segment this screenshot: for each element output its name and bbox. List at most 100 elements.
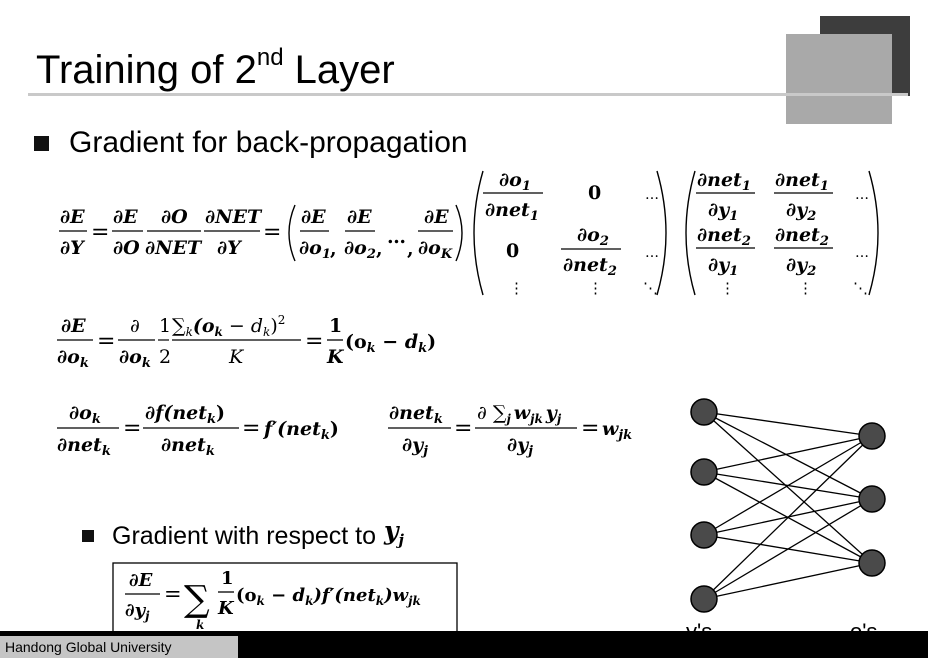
- svg-text:∂o1: ∂o1: [299, 237, 331, 262]
- bullet-gradient-wrt-yj: Gradient with respect to yj: [82, 514, 404, 557]
- svg-text:⋮: ⋮: [720, 279, 735, 297]
- o-node: [858, 485, 886, 513]
- svg-text:∂E: ∂E: [347, 206, 372, 228]
- svg-text:∂NET: ∂NET: [205, 206, 263, 228]
- svg-text:∂net1: ∂net1: [485, 199, 539, 224]
- svg-text:∂oK: ∂oK: [418, 237, 453, 262]
- network-edges: [703, 411, 873, 600]
- svg-text:K: K: [217, 598, 235, 619]
- network-edge: [703, 435, 873, 536]
- svg-text:∂Y: ∂Y: [217, 237, 243, 259]
- svg-text:∂E: ∂E: [129, 570, 153, 591]
- svg-text:K: K: [228, 346, 245, 368]
- bullet-gradient-backprop: Gradient for back-propagation: [34, 124, 468, 162]
- svg-text:f′(netk): f′(netk): [262, 418, 339, 443]
- svg-text:∂O: ∂O: [161, 206, 188, 228]
- svg-text:=: =: [581, 416, 599, 441]
- label-o-nodes: o's: [850, 619, 877, 631]
- y-node: [690, 398, 718, 426]
- svg-text:…: …: [645, 187, 659, 203]
- svg-text:∂netk: ∂netk: [57, 434, 111, 459]
- svg-text:⋱: ⋱: [643, 279, 658, 297]
- svg-text:∂net1: ∂net1: [775, 169, 829, 194]
- svg-text:∂o2: ∂o2: [344, 237, 376, 262]
- svg-text:∂y1: ∂y1: [708, 199, 738, 224]
- svg-text:∂y2: ∂y2: [786, 254, 816, 279]
- svg-text:(ok − dk): (ok − dk): [345, 331, 436, 356]
- equation-dE-dY: ∂E ∂Y = ∂E ∂O ∂O ∂NET ∂NET ∂Y = ∂E ∂o1 ,…: [59, 169, 879, 297]
- network-edge: [703, 498, 873, 600]
- svg-text:∂net2: ∂net2: [697, 224, 751, 249]
- svg-text:…: …: [855, 245, 869, 261]
- svg-text:⋮: ⋮: [509, 279, 524, 297]
- svg-text:(ok − dk)f′(netk)wjk: (ok − dk)f′(netk)wjk: [236, 585, 421, 608]
- svg-text:∂ok: ∂ok: [119, 346, 151, 371]
- decorative-square-light: [786, 34, 892, 124]
- network-edge: [703, 411, 873, 437]
- svg-text:∂ok: ∂ok: [57, 346, 89, 371]
- svg-text:∂yj: ∂yj: [402, 434, 428, 459]
- svg-text:∂y1: ∂y1: [708, 254, 738, 279]
- svg-text:∂net2: ∂net2: [563, 254, 617, 279]
- svg-text:∂E: ∂E: [113, 206, 138, 228]
- svg-text:∂O: ∂O: [113, 237, 140, 259]
- svg-text:,: ,: [376, 238, 383, 260]
- bipartite-network-diagram: y's o's: [686, 398, 886, 631]
- svg-text:wjk: wjk: [602, 418, 632, 443]
- svg-text:∂yj: ∂yj: [125, 600, 150, 623]
- svg-text:=: =: [305, 329, 323, 354]
- svg-text:=: =: [97, 329, 115, 354]
- svg-text:,: ,: [330, 238, 337, 260]
- svg-text:1: 1: [329, 315, 342, 337]
- svg-text:=: =: [242, 416, 260, 441]
- bullet-square-icon: [82, 529, 94, 542]
- svg-text:∂y2: ∂y2: [786, 199, 816, 224]
- equation-dE-dok: ∂E ∂ok = ∂ ∂ok 1 2 ∑k(ok − dk)2 K = 1 K …: [57, 313, 436, 371]
- svg-text:0: 0: [588, 182, 601, 204]
- svg-text:…: …: [645, 245, 659, 261]
- svg-text:∂E: ∂E: [301, 206, 326, 228]
- label-y-nodes: y's: [686, 619, 712, 631]
- svg-text:…: …: [855, 187, 869, 203]
- equation-dok-dnetk: ∂ok ∂netk = ∂f(netk) ∂netk = f′(netk) ∂n…: [57, 402, 632, 459]
- svg-text:0: 0: [506, 240, 519, 262]
- svg-text:⋮: ⋮: [798, 279, 813, 297]
- network-nodes: [690, 398, 886, 613]
- svg-text:=: =: [91, 220, 109, 245]
- svg-text:∂Y: ∂Y: [60, 237, 86, 259]
- svg-text:∂f(netk): ∂f(netk): [145, 402, 225, 427]
- svg-text:∂E: ∂E: [424, 206, 449, 228]
- network-edge: [703, 435, 873, 473]
- o-node: [858, 422, 886, 450]
- svg-text:∑k(ok − dk)2: ∑k(ok − dk)2: [172, 313, 285, 339]
- y-node: [690, 458, 718, 486]
- network-edge: [703, 562, 873, 600]
- svg-text:…: …: [387, 226, 406, 248]
- y-node: [690, 521, 718, 549]
- svg-text:,: ,: [407, 238, 414, 260]
- svg-text:=: =: [164, 582, 182, 606]
- variable-yj: yj: [384, 516, 404, 549]
- svg-text:2: 2: [159, 346, 171, 368]
- svg-text:1: 1: [159, 315, 171, 337]
- o-node: [858, 549, 886, 577]
- svg-text:∂net2: ∂net2: [775, 224, 829, 249]
- y-node: [690, 585, 718, 613]
- svg-text:1: 1: [221, 568, 234, 589]
- svg-text:∂yj: ∂yj: [507, 434, 533, 459]
- svg-text:∂o1: ∂o1: [499, 169, 531, 194]
- svg-text:k: k: [196, 618, 204, 632]
- svg-text:⋱: ⋱: [853, 279, 868, 297]
- svg-text:⋮: ⋮: [588, 279, 603, 297]
- title-underline: [28, 93, 908, 96]
- svg-text:K: K: [326, 346, 345, 368]
- svg-text:∂netk: ∂netk: [389, 402, 443, 427]
- svg-text:∂netk: ∂netk: [161, 434, 215, 459]
- bullet-square-icon: [34, 135, 49, 151]
- svg-text:=: =: [454, 416, 472, 441]
- svg-text:∂NET: ∂NET: [145, 237, 203, 259]
- svg-text:∂net1: ∂net1: [697, 169, 751, 194]
- svg-text:∂E: ∂E: [60, 206, 85, 228]
- svg-text:∑: ∑: [184, 579, 210, 620]
